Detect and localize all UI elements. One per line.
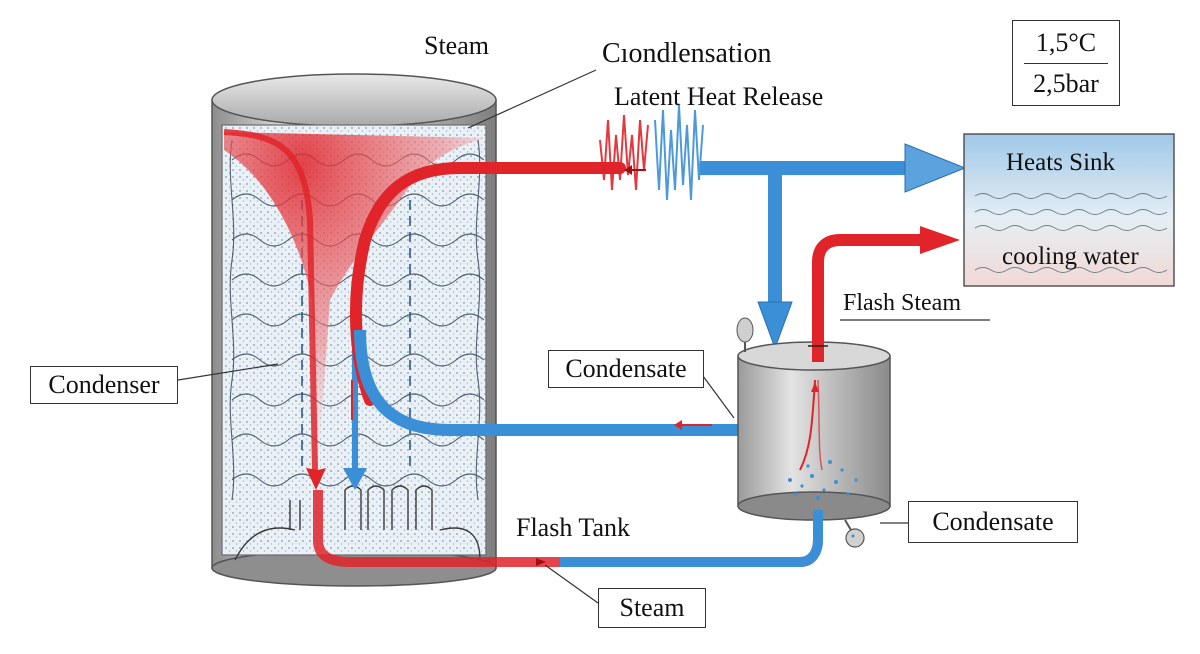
readout-divider: [1024, 62, 1108, 64]
flash-tank: [736, 317, 891, 548]
callout-condenser: Condenser: [30, 366, 178, 404]
label-flash-steam: Flash Steam: [843, 290, 961, 316]
label-steam-top: Steam: [424, 31, 489, 60]
callout-steam-return: Steam: [598, 588, 706, 628]
label-latent-heat-release: Latent Heat Release: [614, 82, 824, 111]
leader-lines: [177, 69, 990, 604]
label-cooling-water: cooling water: [1002, 243, 1139, 270]
return-pipe: [313, 490, 823, 567]
heat-sink: [963, 133, 1175, 287]
label-flash-tank: Flash Tank: [516, 513, 630, 542]
callout-condensate-drain: Condensate: [908, 501, 1078, 543]
condition-readout: 1,5°C 2,5bar: [1012, 20, 1120, 106]
label-heat-sink: Heats Sink: [1006, 149, 1116, 176]
readout-temperature: 1,5°C: [1035, 27, 1097, 57]
callout-condensate-line: Condensate: [548, 350, 704, 388]
label-condensation: Cıondlensation: [602, 38, 772, 69]
readout-pressure: 2,5bar: [1033, 68, 1099, 98]
